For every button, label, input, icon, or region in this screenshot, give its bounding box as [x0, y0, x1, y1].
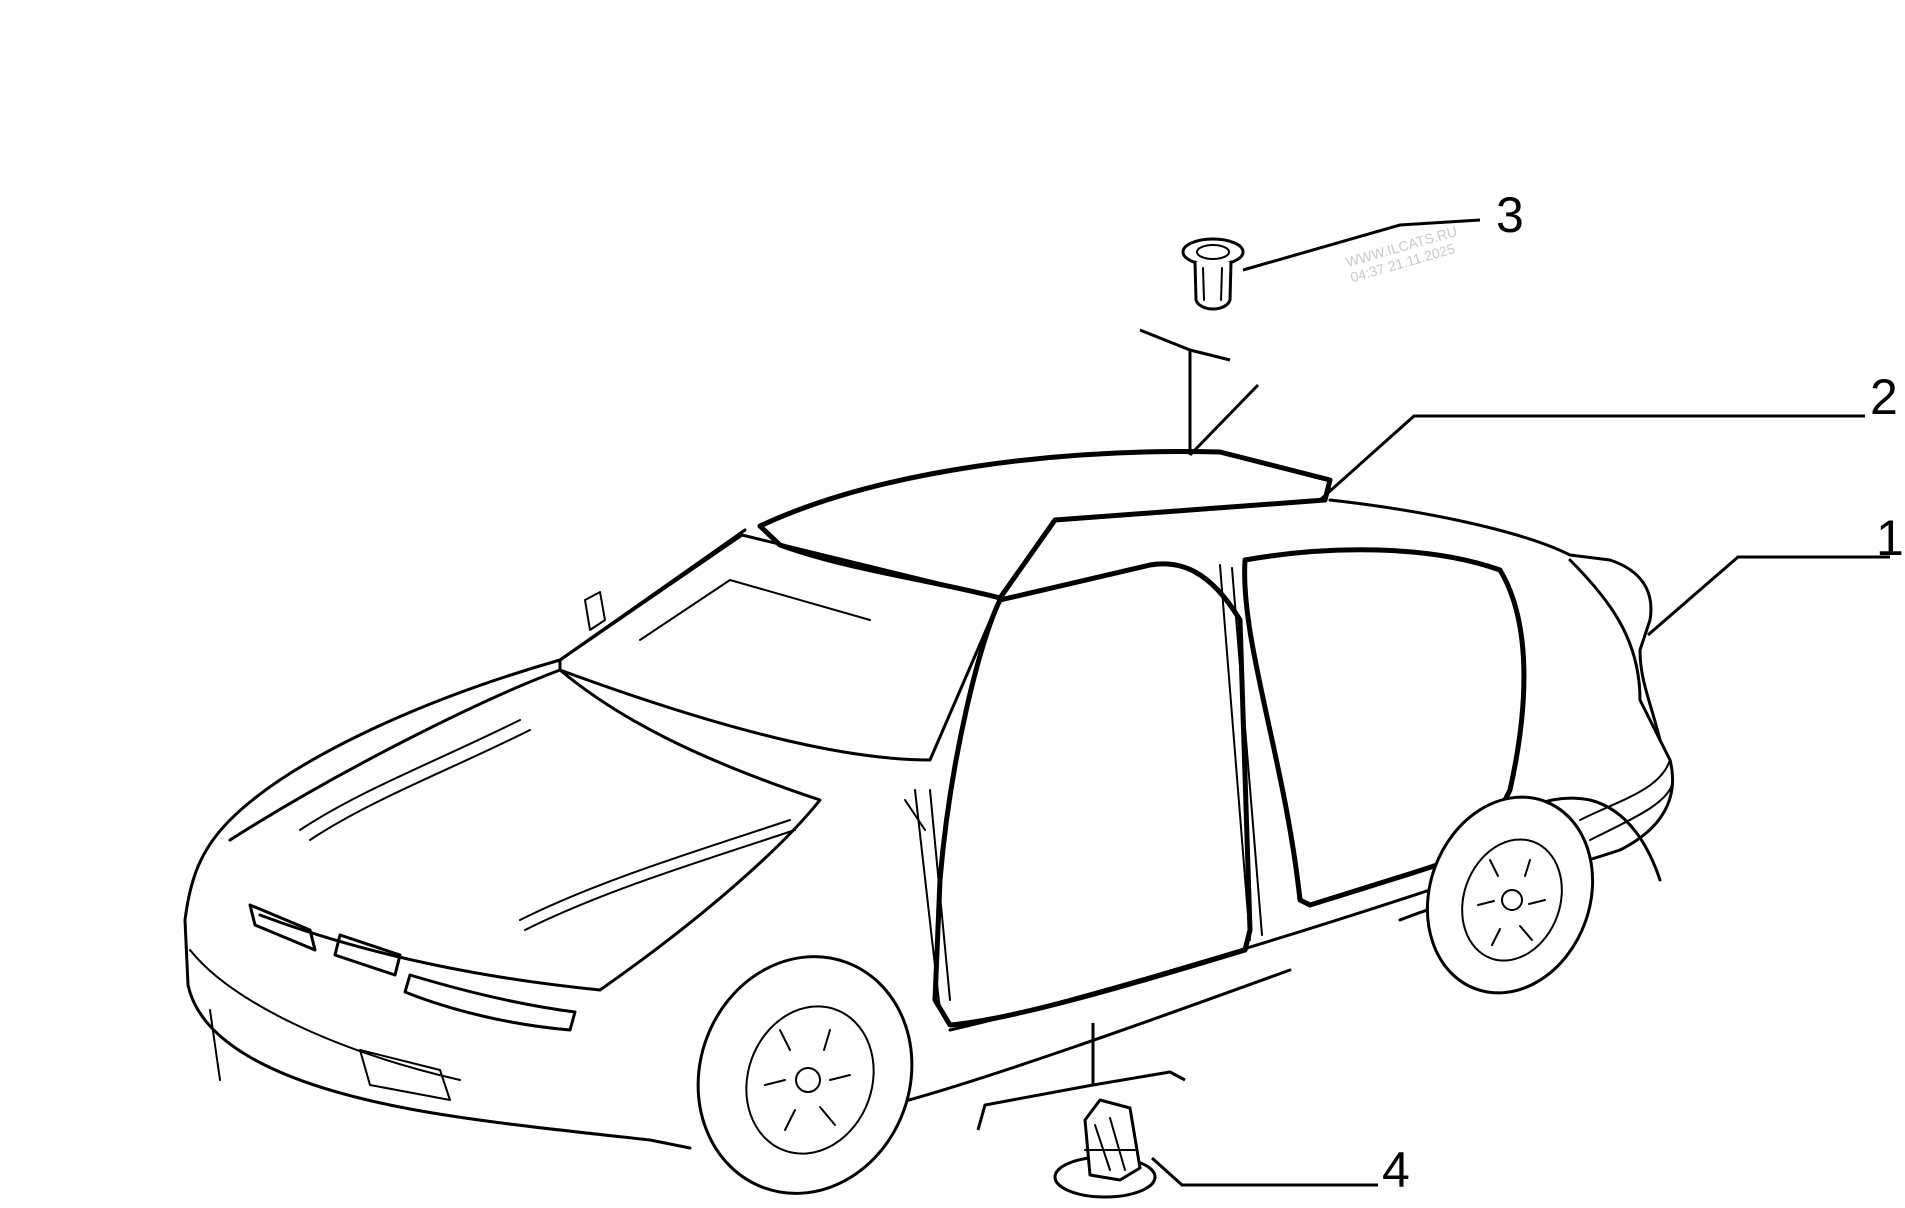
front-wheel [696, 955, 914, 1195]
leader-lines [976, 218, 1890, 1187]
windshield-inner [639, 579, 871, 641]
headlight [403, 973, 577, 1032]
assembly-guide-3 [1139, 328, 1260, 457]
part-3-grommet [1181, 237, 1245, 311]
side-mirror [584, 591, 606, 631]
leader-line-3 [1242, 218, 1481, 272]
hood [228, 668, 822, 992]
callout-3: 3 [1496, 187, 1524, 243]
front-bumper [189, 949, 461, 1101]
part-4-push-clip [1053, 1098, 1157, 1199]
grille [248, 903, 402, 977]
roof-panel [757, 449, 1333, 601]
front-door-seal [932, 561, 1253, 1028]
door-sill [948, 878, 1462, 1032]
callout-2: 2 [1870, 369, 1898, 425]
assembly-guide-4 [976, 1023, 1186, 1131]
watermark: WWW.ILCATS.RU 04:37 21.11.2025 [1344, 223, 1459, 285]
windshield [558, 533, 1002, 762]
callout-4: 4 [1382, 1142, 1410, 1198]
a-pillar [904, 789, 951, 1011]
leader-line-4 [1150, 1156, 1378, 1187]
leader-line-1 [1647, 555, 1890, 637]
rear-wheel [1425, 795, 1595, 995]
rear-bumper [1579, 759, 1673, 841]
b-pillar [1219, 564, 1263, 941]
hood-crease-right [519, 819, 796, 931]
callout-1: 1 [1876, 510, 1904, 566]
leader-line-2 [1319, 414, 1865, 502]
hood-crease-left [299, 719, 531, 841]
car-body-illustration [183, 449, 1675, 1195]
body-outline [183, 498, 1675, 1150]
